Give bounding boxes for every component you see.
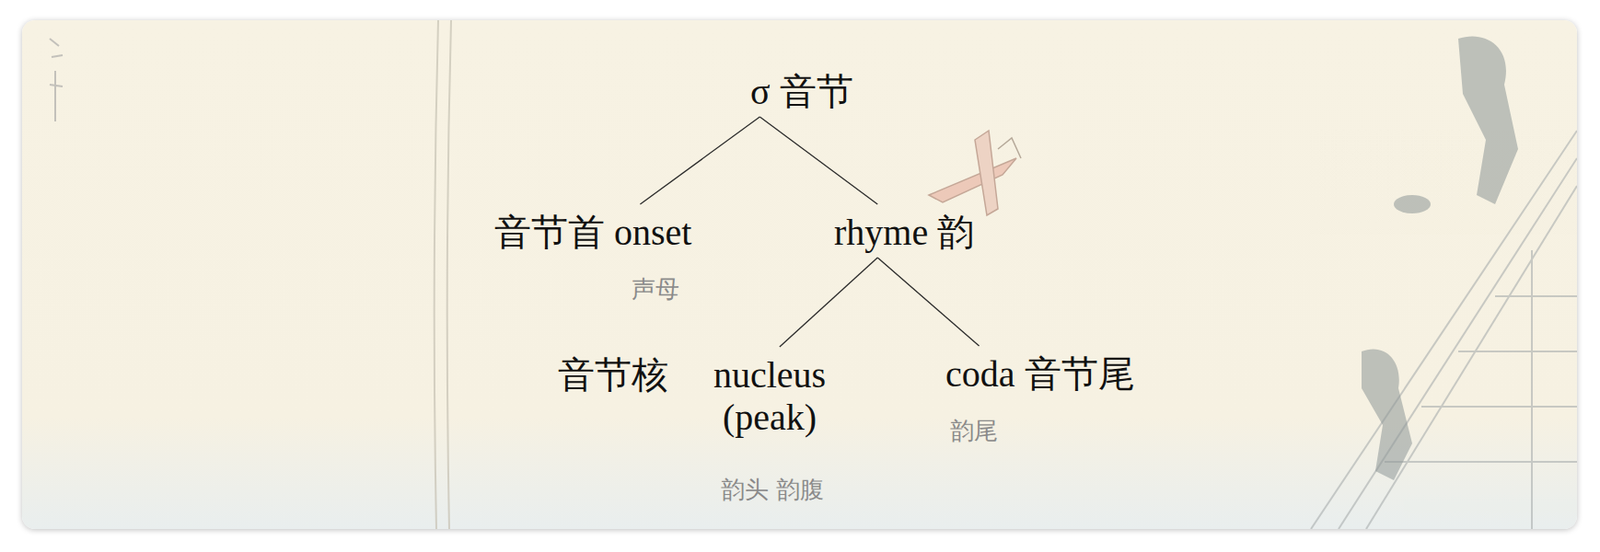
- tree-node: coda 音节尾: [941, 351, 1139, 398]
- annotation-label: 声母: [631, 276, 680, 303]
- tree-branch: [779, 257, 878, 348]
- tree-branch: [877, 257, 979, 347]
- node-text: rhyme 韵: [834, 211, 974, 255]
- annotation-label: 韵尾: [950, 417, 998, 445]
- tree-node: 音节首 onset: [490, 209, 696, 256]
- tree-node: rhyme 韵: [830, 209, 978, 256]
- tree-node: 音节核 nucleus (peak): [554, 352, 847, 441]
- node-text: nucleus (peak): [695, 354, 844, 440]
- tree-branch: [639, 116, 760, 205]
- node-text: 音节核: [557, 354, 669, 397]
- tree-branch: [759, 116, 878, 205]
- slide-panel: σ 音节音节首 onset rhyme 韵音节核 nucleus (peak) cod…: [22, 20, 1577, 530]
- node-text: 音节首 onset: [494, 211, 692, 255]
- tree-node: σ 音节: [746, 69, 858, 116]
- node-text: σ 音节: [750, 70, 854, 114]
- node-text: coda 音节尾: [945, 353, 1136, 396]
- annotation-label: 韵头 韵腹: [720, 476, 824, 504]
